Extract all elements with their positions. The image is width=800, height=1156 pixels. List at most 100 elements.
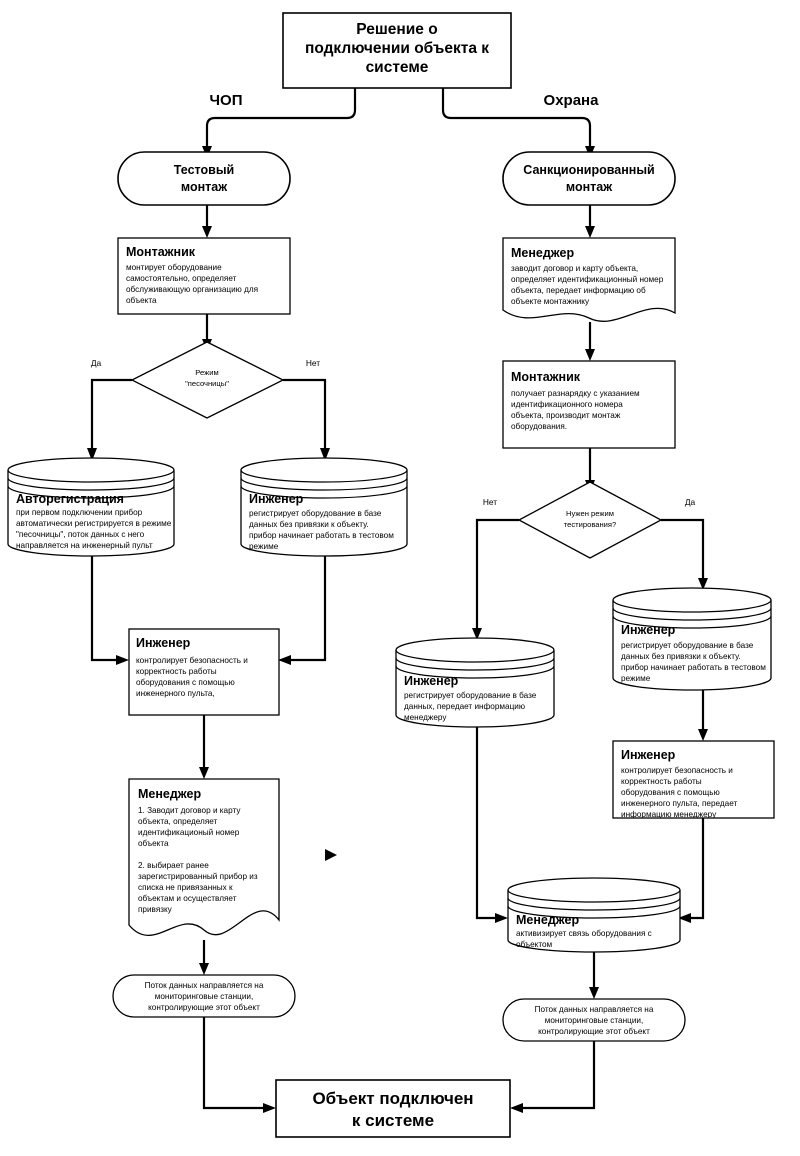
left-terminal-shape <box>117 151 291 206</box>
node-right-manager-activate[interactable]: Менеджер активизирует связь оборудования… <box>507 877 681 953</box>
connectors <box>87 88 708 1113</box>
left-terminal-line-1: Тестовый <box>174 163 234 177</box>
autoreg-body-2: автоматически регистрируется в режиме <box>16 519 172 528</box>
right-terminal-line-1: Санкционированный <box>523 163 654 177</box>
right-activate-body-2: объектом <box>516 940 553 949</box>
connector-title-to-right <box>441 88 592 148</box>
right-flow-pill-line-3: контролирующие этот объект <box>538 1027 650 1036</box>
right-testdb-role: Инженер <box>621 623 676 637</box>
right-flow-pill-line-2: мониторинговые станции, <box>545 1016 644 1025</box>
node-right-terminal[interactable]: Санкционированный монтаж <box>502 151 676 206</box>
left-flow-pill-line-1: Поток данных направляется на <box>145 981 264 990</box>
right-testdb-body-4: режиме <box>621 674 651 683</box>
left-manager-body-1: 1. Заводит договор и карту <box>138 806 241 815</box>
left-montazhnik-body-2: самостоятельно, определяет <box>126 274 237 283</box>
right-flow-pill-shape <box>502 998 686 1042</box>
right-manager-body-2: определяет идентификационный номер <box>511 275 664 284</box>
connector-check-to-activate <box>690 818 705 920</box>
right-plaindb-cylinder-top-2 <box>395 657 555 671</box>
left-manager-body-4: объекта <box>138 839 169 848</box>
left-engcheck-role: Инженер <box>136 636 191 650</box>
arrowhead-plaindb-to-activate <box>495 913 508 923</box>
arrowhead-manager-to-pill <box>199 963 209 975</box>
left-decision-no-label: Нет <box>306 358 320 368</box>
right-testdb-body-2: данных без привязки к объекту. <box>621 652 741 661</box>
right-engcheck-role: Инженер <box>621 748 676 762</box>
title-line-3: системе <box>366 59 429 76</box>
connector-right-pill-to-final <box>522 1040 596 1110</box>
left-decision-line-2: "песочницы" <box>185 379 229 388</box>
left-manager-body-3: идентификационый номер <box>138 828 240 837</box>
right-terminal-shape <box>502 151 676 206</box>
node-right-engineer-check[interactable]: Инженер контролирует безопасность и корр… <box>612 740 775 819</box>
node-right-engineer-test-db[interactable]: Инженер регистрирует оборудование в базе… <box>612 587 772 691</box>
autoreg-body-4: направляется на инженерный пульт <box>16 541 153 550</box>
connector-right-yes <box>661 518 705 578</box>
right-testdb-body-1: регистрирует оборудование в базе <box>621 641 754 650</box>
left-engcheck-body-1: контролирует безопасность и <box>136 656 248 665</box>
node-final[interactable]: Объект подключен к системе <box>275 1079 511 1138</box>
node-left-terminal[interactable]: Тестовый монтаж <box>117 151 291 206</box>
left-terminal-line-2: монтаж <box>181 180 227 194</box>
branch-label-left: ЧОП <box>210 92 243 109</box>
right-testdb-cylinder-body <box>612 587 772 691</box>
right-engcheck-body-2: корректность работы <box>621 777 702 786</box>
left-engdb-body-2: данных без привязки к объекту. <box>249 520 369 529</box>
connector-plaindb-to-activate <box>475 727 496 920</box>
right-decision-no-label: Нет <box>483 497 497 507</box>
right-activate-body-1: активизирует связь оборудования с <box>516 929 652 938</box>
autoreg-body-3: "песочницы", поток данных с него <box>16 530 145 539</box>
left-engcheck-body-2: корректность работы <box>136 667 217 676</box>
node-right-montazhnik[interactable]: Монтажник получает разнарядку с указание… <box>502 360 676 449</box>
node-autoregistration[interactable]: Авторегистрация при первом подключении п… <box>7 457 175 557</box>
right-manager-body-1: заводит договор и карту объекта, <box>511 264 638 273</box>
left-manager-body-2: объекта, определяет <box>138 817 218 826</box>
node-right-flow-pill[interactable]: Поток данных направляется на мониторинго… <box>502 998 686 1042</box>
left-montazhnik-body-3: обслуживающую организацию для <box>126 285 258 294</box>
left-engdb-cylinder-top-2 <box>240 477 408 491</box>
right-montazhnik-box <box>502 360 676 449</box>
arrowhead-left-pill-to-final <box>263 1103 276 1113</box>
arrowhead-left-yes <box>87 448 97 461</box>
left-engdb-cylinder-top-1 <box>240 469 408 483</box>
title-line-1: Решение о <box>356 21 437 38</box>
right-manager-body-3: объекта, передает информацию об <box>511 286 646 295</box>
left-engdb-cylinder-body <box>240 457 408 557</box>
left-montazhnik-role: Монтажник <box>126 245 196 259</box>
branch-label-right: Охрана <box>544 92 600 109</box>
right-plaindb-cylinder-top-3 <box>395 665 555 679</box>
right-testdb-body-3: прибор начинает работать в тестовом <box>621 663 766 672</box>
node-right-manager-document[interactable]: Менеджер заводит договор и карту объекта… <box>502 237 676 322</box>
node-right-decision[interactable]: Нужен режим тестирования? <box>517 481 663 559</box>
right-testdb-cylinder-top-3 <box>612 615 772 629</box>
right-manager-role: Менеджер <box>511 246 574 260</box>
node-left-flow-pill[interactable]: Поток данных направляется на мониторинго… <box>112 974 296 1018</box>
node-left-manager-document[interactable]: Менеджер 1. Заводит договор и карту объе… <box>128 778 280 936</box>
right-engcheck-body-5: информацию менеджеру <box>621 810 717 819</box>
node-left-engineer-db[interactable]: Инженер регистрирует оборудование в базе… <box>240 457 408 557</box>
right-montazhnik-role: Монтажник <box>511 370 581 384</box>
left-engcheck-body-3: оборудования с помощью <box>136 678 235 687</box>
right-decision-line-1: Нужен режим <box>566 509 614 518</box>
node-decision-title[interactable]: Решение о подключении объекта к системе <box>282 12 512 89</box>
left-engdb-body-1: регистрирует оборудование в базе <box>249 509 382 518</box>
connector-right-no <box>475 518 519 628</box>
autoreg-cylinder-top-1 <box>7 469 175 483</box>
right-engcheck-body-1: контролирует безопасность и <box>621 766 733 775</box>
node-right-engineer-plain-db[interactable]: Инженер регистрирует оборудование в базе… <box>395 637 555 728</box>
node-left-decision[interactable]: Режим "песочницы" <box>130 341 285 419</box>
node-left-engineer-check[interactable]: Инженер контролирует безопасность и корр… <box>128 628 280 716</box>
right-plaindb-body-3: менеджеру <box>404 713 447 722</box>
node-left-montazhnik[interactable]: Монтажник монтирует оборудование самосто… <box>117 237 291 315</box>
right-decision-yes-label: Да <box>685 497 696 507</box>
connector-left-pill-to-final <box>202 1015 264 1110</box>
left-montazhnik-box <box>117 237 291 315</box>
left-engcheck-body-4: инженерного пульта, <box>136 689 215 698</box>
left-manager-body-8: списка не привязанных к <box>138 883 233 892</box>
right-decision-shape <box>517 481 663 559</box>
arrowhead-engdb-to-check <box>278 655 291 665</box>
autoreg-role: Авторегистрация <box>16 492 124 506</box>
right-decision-line-2: тестирования? <box>564 520 617 529</box>
left-manager-body-10: привязку <box>138 905 173 914</box>
